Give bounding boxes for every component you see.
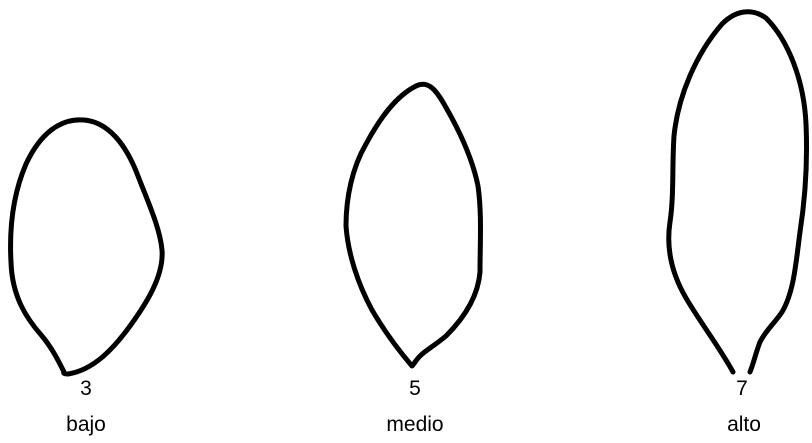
shape-value-medium: 5 <box>409 377 421 400</box>
leaf-outline-low <box>11 120 163 374</box>
leaf-outline-high <box>669 12 807 372</box>
shape-label-low: bajo <box>66 413 106 436</box>
leaf-shape-low: 3 bajo <box>11 120 163 436</box>
shape-value-high: 7 <box>736 377 748 400</box>
leaf-outline-medium <box>346 84 481 366</box>
shape-label-high: alto <box>727 413 761 436</box>
leaf-shape-high: 7 alto <box>669 12 807 436</box>
leaf-shape-medium: 5 medio <box>346 84 481 436</box>
shape-value-low: 3 <box>80 377 92 400</box>
shape-label-medium: medio <box>386 413 443 436</box>
